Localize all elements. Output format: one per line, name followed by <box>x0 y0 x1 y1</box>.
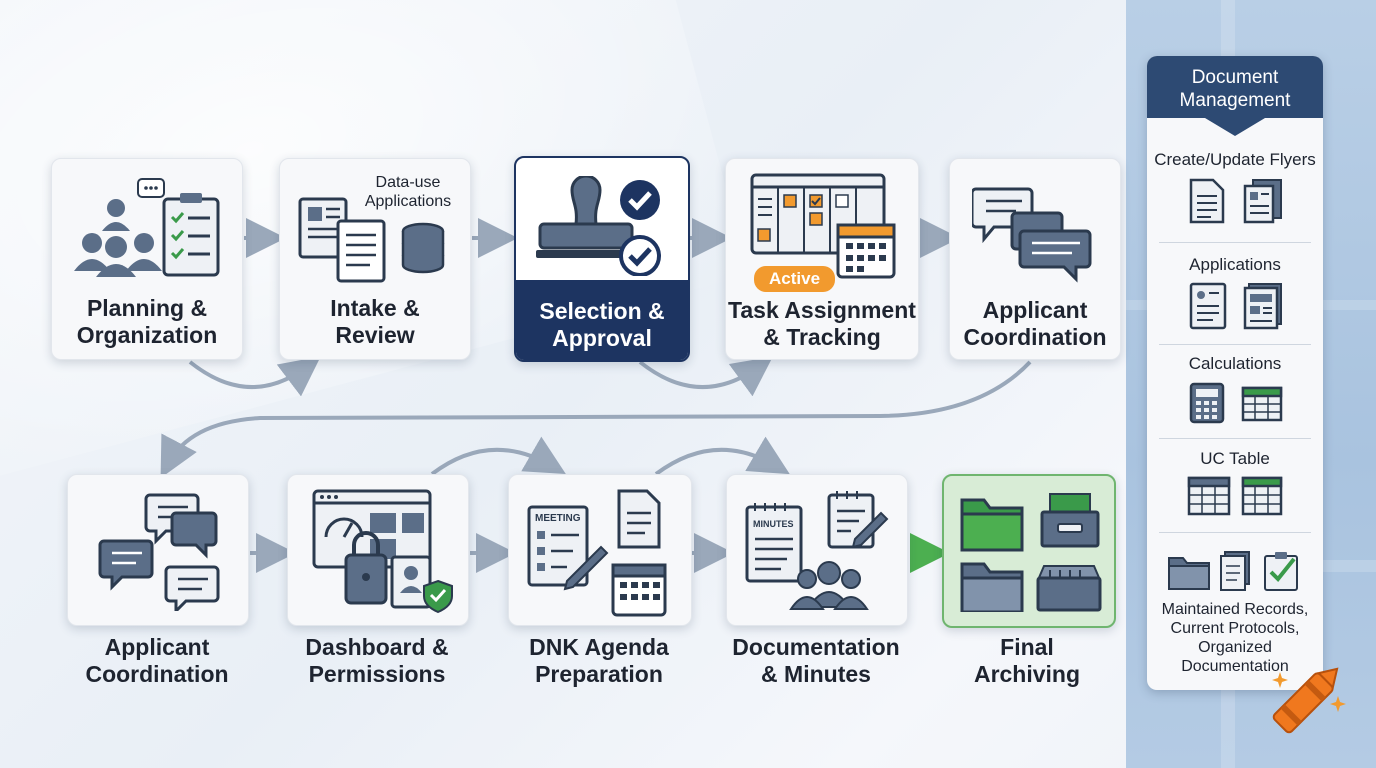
team-checklist-icon <box>68 173 228 283</box>
step-label: Intake &Review <box>330 295 420 348</box>
section-title-flyers: Create/Update Flyers <box>1154 150 1316 169</box>
crayon-logo-icon <box>1256 652 1356 748</box>
dashboard-lock-shield-icon <box>312 489 456 615</box>
header-pointer <box>1205 118 1265 136</box>
divider <box>1159 242 1311 243</box>
table-icon[interactable] <box>1187 476 1231 516</box>
document-management-summary: Maintained Records, Current Protocols, O… <box>1161 601 1309 675</box>
active-label-band <box>516 280 688 360</box>
minutes-text: MINUTES <box>753 519 794 529</box>
stacked-documents-icon[interactable] <box>1243 178 1283 224</box>
layout-document-icon[interactable] <box>1243 282 1283 330</box>
green-table-icon[interactable] <box>1241 476 1283 516</box>
step-label: Selection &Approval <box>539 298 665 351</box>
meeting-text: MEETING <box>535 513 581 524</box>
spreadsheet-icon[interactable] <box>1241 386 1283 422</box>
step-dashboard-card[interactable] <box>287 474 469 626</box>
chat-bubbles-icon <box>972 185 1102 285</box>
divider <box>1159 532 1311 533</box>
section-title-applications: Applications <box>1189 255 1281 274</box>
step-task-card[interactable]: Active Task Assignment& Tracking <box>725 158 919 360</box>
section-title-uc-table: UC Table <box>1200 449 1270 468</box>
section-title-calculations: Calculations <box>1188 354 1282 373</box>
records-icons-row <box>1167 550 1307 592</box>
step-selection-card[interactable]: Selection &Approval <box>514 156 690 362</box>
step-documentation-card[interactable]: MINUTES <box>726 474 908 626</box>
step-label: Dashboard &Permissions <box>305 634 449 687</box>
step-applicant-coordination-2-card[interactable] <box>67 474 249 626</box>
document-icon[interactable] <box>1189 178 1225 224</box>
step-archiving-card[interactable] <box>942 474 1116 628</box>
minutes-notes-icon: MINUTES <box>743 489 893 619</box>
step-label: Planning &Organization <box>76 295 218 348</box>
meeting-agenda-icon: MEETING <box>527 489 677 619</box>
kanban-calendar-icon <box>750 173 900 281</box>
archive-folders-icon <box>958 490 1104 612</box>
step-label: Documentation& Minutes <box>732 634 900 687</box>
step-agenda-card[interactable]: MEETING <box>508 474 692 626</box>
chat-bubbles-icon <box>98 491 222 611</box>
documents-database-icon <box>298 195 458 285</box>
stamp-approval-icon <box>534 176 674 276</box>
divider <box>1159 344 1311 345</box>
step-planning-card[interactable]: Planning &Organization <box>51 158 243 360</box>
step-label: Task Assignment& Tracking <box>728 297 916 350</box>
form-icon[interactable] <box>1189 282 1227 330</box>
calculator-icon[interactable] <box>1189 382 1225 424</box>
active-badge: Active <box>754 266 836 292</box>
divider <box>1159 438 1311 439</box>
